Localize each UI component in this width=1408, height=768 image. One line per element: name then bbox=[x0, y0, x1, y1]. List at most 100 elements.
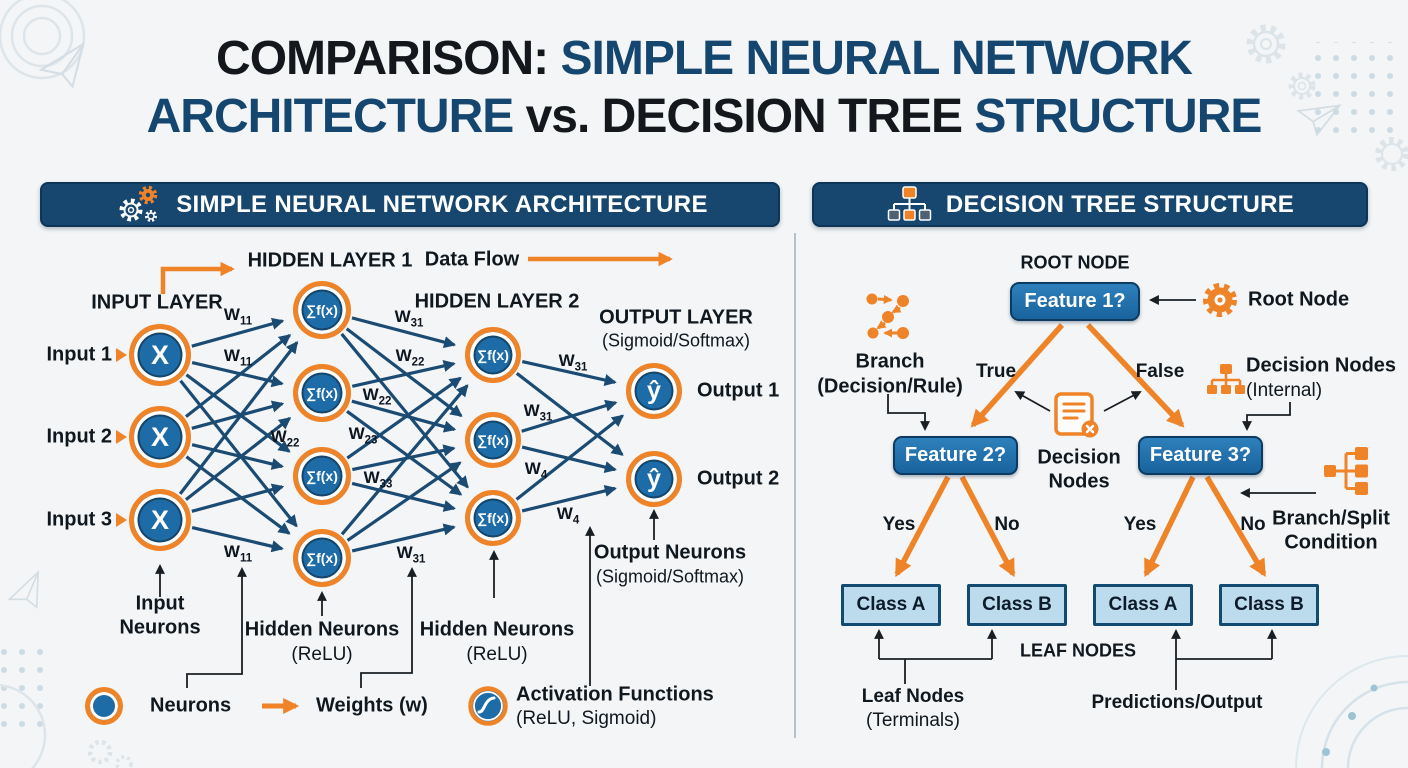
decision-nodes-annotation: (Internal) bbox=[1246, 380, 1323, 401]
hidden-layer-2-label: HIDDEN LAYER 2 bbox=[414, 290, 580, 313]
weight-label: W4 bbox=[524, 459, 548, 482]
weight-label: W11 bbox=[223, 346, 253, 369]
legend-neurons-label: Neurons bbox=[150, 694, 232, 717]
input-neuron: X bbox=[129, 324, 191, 386]
feature-2-node: Feature 2? bbox=[893, 436, 1018, 475]
hidden-neuron: ∑f(x) bbox=[293, 364, 351, 422]
panel-divider bbox=[794, 233, 796, 738]
false-branch-label: False bbox=[1135, 361, 1185, 382]
output-layer-label: OUTPUT LAYER bbox=[599, 306, 753, 329]
decision-nodes-middle-annotation: Nodes bbox=[1048, 470, 1110, 493]
no-branch-label: No bbox=[1240, 514, 1266, 535]
hidden-neuron: ∑f(x) bbox=[465, 490, 521, 546]
dot-grid-decoration bbox=[0, 646, 54, 738]
leaf-terminals-annotation: Leaf Nodes bbox=[861, 686, 965, 707]
nn-annotation-arrows bbox=[155, 509, 659, 688]
decision-document-icon bbox=[1054, 392, 1099, 438]
branch-split-annotation: Branch/Split bbox=[1272, 507, 1390, 530]
weight-label: W31 bbox=[396, 543, 426, 566]
root-node-annotation: Root Node bbox=[1248, 288, 1350, 311]
title-line-2: ARCHITECTURE vs. DECISION TREE STRUCTURE bbox=[146, 90, 1263, 143]
input-pointer-icon bbox=[116, 348, 127, 362]
output-1-label: Output 1 bbox=[697, 379, 780, 402]
tree-panel-title: DECISION TREE STRUCTURE bbox=[945, 190, 1295, 218]
hidden-neurons-annotation: Hidden Neurons bbox=[244, 618, 400, 641]
nn-panel-title: SIMPLE NEURAL NETWORK ARCHITECTURE bbox=[176, 190, 708, 218]
input-neurons-annotation: Input bbox=[135, 592, 185, 615]
feature-3-node: Feature 3? bbox=[1138, 436, 1263, 475]
decision-nodes-icon bbox=[1207, 364, 1245, 394]
branch-annotation: Branch bbox=[855, 350, 925, 373]
leaf-node-class-b: Class B bbox=[1219, 584, 1319, 626]
yes-branch-label: Yes bbox=[882, 514, 916, 535]
gears-icon bbox=[119, 185, 158, 222]
concentric-circles-decoration bbox=[0, 0, 86, 80]
data-flow-arrows bbox=[160, 251, 673, 715]
hidden-neurons-annotation: (ReLU) bbox=[291, 644, 353, 665]
input-layer-label: INPUT LAYER bbox=[91, 291, 223, 314]
output-neurons-annotation: Output Neurons bbox=[593, 541, 747, 564]
predictions-annotation: Predictions/Output bbox=[1091, 692, 1263, 713]
output-layer-sublabel: (Sigmoid/Softmax) bbox=[601, 330, 751, 351]
branch-icon bbox=[866, 293, 909, 339]
weight-label: W22 bbox=[362, 385, 392, 408]
output-neurons-annotation: (Sigmoid/Softmax) bbox=[595, 566, 745, 587]
hidden-layer-1-label: HIDDEN LAYER 1 bbox=[247, 249, 413, 272]
yes-branch-label: Yes bbox=[1123, 514, 1157, 535]
network-arcs-decoration bbox=[1295, 655, 1408, 768]
weight-label: W33 bbox=[363, 468, 393, 491]
hidden-neurons-annotation: (ReLU) bbox=[466, 644, 528, 665]
root-node-gear-icon bbox=[1203, 283, 1237, 317]
hidden-neurons-annotation: Hidden Neurons bbox=[419, 618, 575, 641]
nn-panel-header: SIMPLE NEURAL NETWORK ARCHITECTURE bbox=[40, 182, 780, 227]
input-pointer-icon bbox=[116, 430, 127, 444]
input-neuron: X bbox=[129, 489, 191, 551]
hidden-neuron: ∑f(x) bbox=[465, 412, 521, 468]
weight-label: W31 bbox=[558, 351, 588, 374]
leaf-node-class-b: Class B bbox=[967, 584, 1067, 626]
input-neuron: X bbox=[129, 406, 191, 468]
leaf-node-class-a: Class A bbox=[1093, 584, 1193, 626]
activation-function-icon bbox=[468, 686, 508, 726]
legend-activation-sublabel: (ReLU, Sigmoid) bbox=[516, 708, 657, 729]
legend-activation-label: Activation Functions bbox=[516, 683, 714, 706]
hidden-neuron: ∑f(x) bbox=[293, 447, 351, 505]
leaf-terminals-annotation: (Terminals) bbox=[866, 710, 960, 731]
weight-label: W4 bbox=[556, 504, 580, 527]
root-node-heading: ROOT NODE bbox=[1020, 252, 1130, 273]
feature-1-node: Feature 1? bbox=[1010, 282, 1140, 321]
weight-label: W23 bbox=[348, 424, 378, 447]
output-neuron: ŷ bbox=[626, 451, 682, 507]
weight-label: W11 bbox=[223, 542, 253, 565]
legend-weights-label: Weights (w) bbox=[316, 694, 428, 717]
output-neuron: ŷ bbox=[626, 363, 682, 419]
input-neurons-annotation: Neurons bbox=[119, 616, 201, 639]
gear-decoration bbox=[87, 24, 1408, 768]
decision-nodes-annotation: Decision Nodes bbox=[1246, 354, 1397, 377]
hidden-neuron: ∑f(x) bbox=[293, 281, 351, 339]
input-1-label: Input 1 bbox=[46, 343, 112, 366]
dot-grid-decoration bbox=[1312, 42, 1404, 134]
tree-annotation-arrows bbox=[874, 295, 1316, 690]
weight-label: W31 bbox=[523, 401, 553, 424]
input-2-label: Input 2 bbox=[46, 425, 112, 448]
tree-panel-header: DECISION TREE STRUCTURE bbox=[812, 182, 1368, 227]
output-2-label: Output 2 bbox=[697, 467, 780, 490]
leaf-node-class-a: Class A bbox=[841, 584, 941, 626]
leaf-nodes-heading: LEAF NODES bbox=[1019, 640, 1137, 661]
branch-annotation: (Decision/Rule) bbox=[817, 375, 963, 398]
nn-connection-lines bbox=[178, 316, 625, 553]
true-branch-label: True bbox=[975, 361, 1017, 382]
page-title: COMPARISON: SIMPLE NEURAL NETWORK ARCHIT… bbox=[0, 30, 1408, 146]
neuron-legend-icon bbox=[85, 687, 123, 725]
branch-split-annotation: Condition bbox=[1284, 531, 1378, 554]
hidden-neuron: ∑f(x) bbox=[465, 327, 521, 383]
tree-branch-arrows bbox=[894, 323, 1267, 578]
no-branch-label: No bbox=[994, 514, 1020, 535]
hierarchy-icon bbox=[887, 185, 932, 221]
data-flow-label: Data Flow bbox=[424, 248, 520, 271]
weight-label: W31 bbox=[394, 307, 424, 330]
